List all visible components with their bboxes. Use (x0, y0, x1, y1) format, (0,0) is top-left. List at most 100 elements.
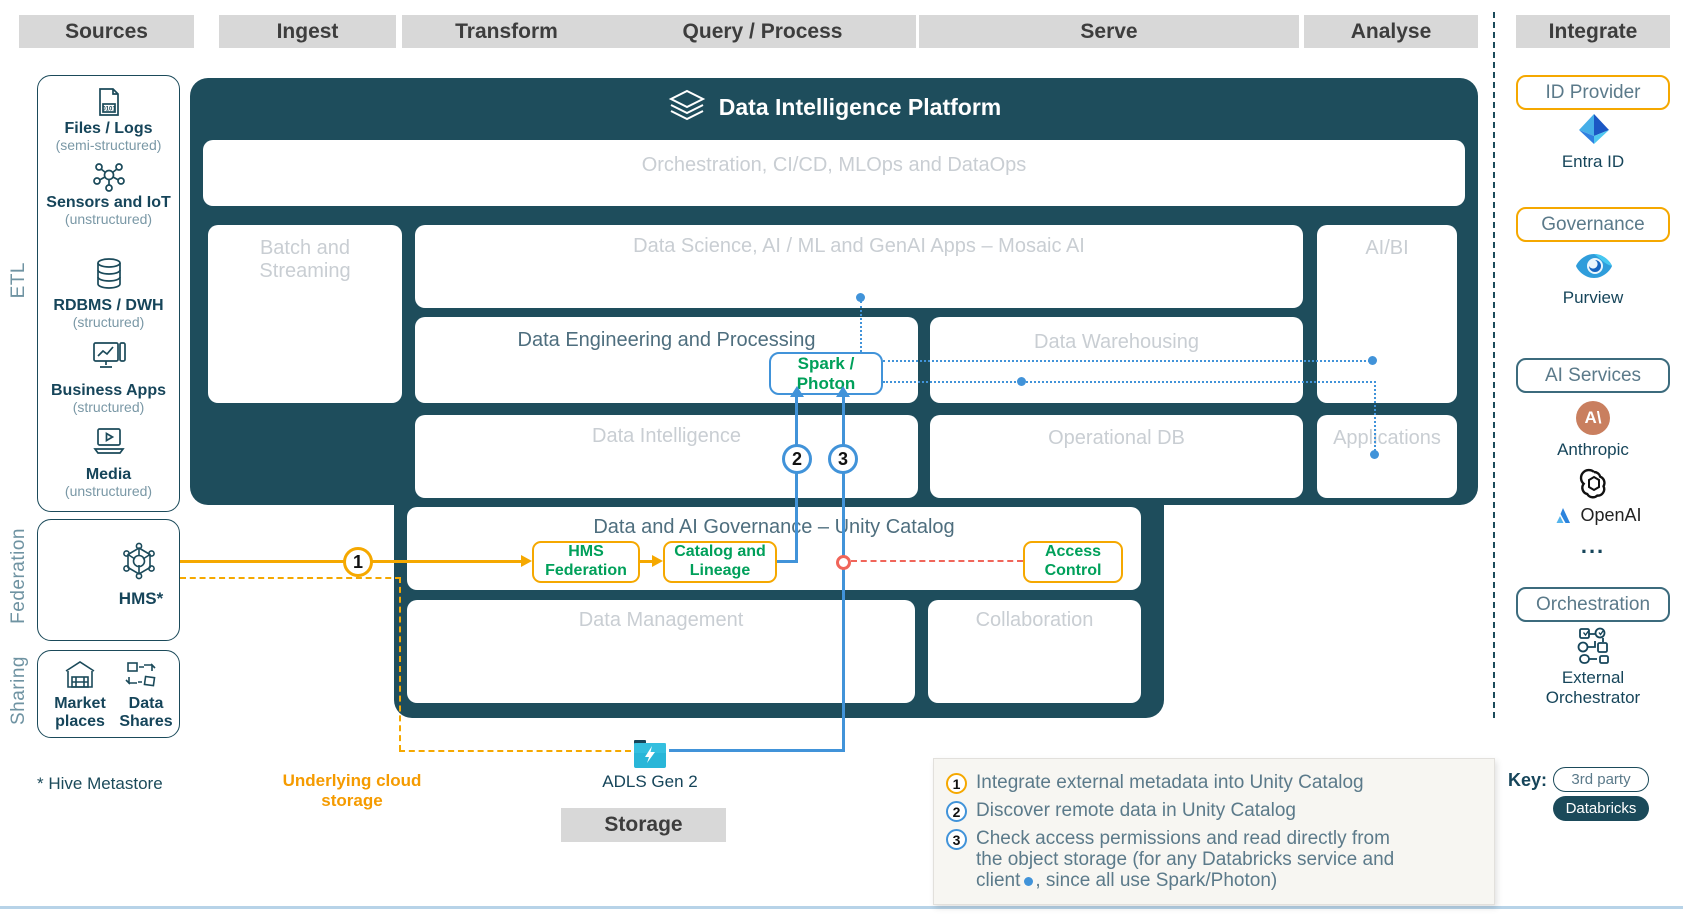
federation-box: HMS* (37, 519, 180, 641)
marketplace-icon (60, 657, 100, 693)
business-apps-icon (38, 339, 179, 375)
bottom-rule (0, 906, 1683, 909)
stage-pill-serve: Serve (919, 15, 1299, 48)
external-line1: External (1561, 668, 1625, 687)
stage-pill-sources: Sources (19, 15, 194, 48)
legend-box: 1 Integrate external metadata into Unity… (933, 758, 1495, 905)
applications-box: Applications (1317, 415, 1457, 498)
underlying-cloud-storage-label: Underlying cloud storage (282, 771, 422, 810)
stage-pill-integrate: Integrate (1516, 15, 1670, 48)
spark-photon-box: Spark / Photon (769, 352, 883, 395)
marketplaces-line2: places (55, 712, 105, 730)
hms-to-catalog-line (640, 560, 654, 563)
group-label-etl: ETL (8, 262, 29, 299)
access-control-line1: Access (1044, 543, 1102, 561)
adls-gen2-label: ADLS Gen 2 (602, 772, 698, 791)
legend-marker-2: 2 (946, 801, 967, 822)
group-label-federation: Federation (8, 528, 29, 624)
ai-services-box: AI Services (1516, 358, 1670, 393)
sensors-iot-icon (38, 157, 179, 193)
stage-pill-query: Query / Process (609, 15, 916, 48)
databricks-layers-icon (667, 88, 707, 126)
database-icon (38, 256, 179, 292)
key-label: Key: (1508, 770, 1548, 790)
catalog-line1: Catalog and (674, 543, 766, 561)
dotted-spark-right-lower (883, 381, 1376, 383)
marketplaces-label: Market places (48, 695, 112, 730)
data-shares-line1: Data (128, 695, 164, 712)
hms-to-catalog-arrowhead (652, 555, 663, 567)
marker-2: 2 (782, 444, 812, 474)
data-intelligence-box: Data Intelligence (415, 415, 918, 498)
openai-label: OpenAI (1580, 505, 1642, 525)
media-icon (38, 425, 179, 459)
dashed-storage-line-h1 (180, 577, 401, 579)
sources-etl-box: 0101 Files / Logs (semi-structured) Sens… (37, 75, 180, 512)
catalog-lineage-box: Catalog and Lineage (663, 541, 777, 583)
source-item-sub: (unstructured) (64, 483, 153, 499)
batch-streaming-box: Batch and Streaming (208, 225, 402, 403)
marketplaces-line1: Market (54, 695, 106, 712)
access-control-box: Access Control (1023, 541, 1123, 583)
key-databricks-pill: Databricks (1553, 796, 1649, 821)
legend-item-3-line2: the object storage (for any Databricks s… (976, 849, 1395, 870)
purview-icon (1574, 248, 1614, 284)
data-shares-label: Data Shares (114, 695, 178, 730)
platform-title: Data Intelligence Platform (718, 93, 1002, 120)
dashed-storage-line-v (399, 577, 401, 751)
orchestration-rail-box: Orchestration (1516, 587, 1670, 622)
files-logs-icon: 0101 (38, 85, 179, 119)
spark-line1: Spark / (797, 353, 855, 373)
dotted-endpoint-aibi (1368, 356, 1377, 365)
stage-pill-analyse: Analyse (1304, 15, 1478, 48)
entra-id-label: Entra ID (1561, 152, 1625, 171)
source-item-label: Media (85, 466, 132, 483)
azure-icon (1554, 506, 1574, 526)
sharing-box: Market places Data Shares (37, 650, 180, 738)
storage-pill: Storage (561, 808, 726, 842)
data-management-box: Data Management (407, 600, 915, 703)
integrate-separator (1493, 12, 1495, 718)
stage-pill-transform: Transform (402, 15, 611, 48)
azure-openai-row: OpenAI (1543, 505, 1653, 526)
data-shares-line2: Shares (119, 712, 173, 730)
external-orchestrator-label: External Orchestrator (1533, 668, 1653, 707)
legend-item-1: Integrate external metadata into Unity C… (976, 772, 1364, 793)
source-item-sub: (unstructured) (64, 211, 153, 227)
dotted-endpoint-applications (1370, 450, 1379, 459)
source-item-label: Files / Logs (64, 120, 153, 137)
entra-id-icon (1575, 110, 1613, 148)
source-item-label: RDBMS / DWH (53, 297, 164, 314)
svg-text:0101: 0101 (102, 107, 116, 113)
source-item-label: Sensors and IoT (46, 194, 171, 211)
operational-db-box: Operational DB (930, 415, 1303, 498)
blue-client-dot (1024, 877, 1034, 886)
connector-3-arrowhead (836, 386, 850, 397)
source-item-sub: (structured) (72, 314, 145, 330)
dotted-midpoint-warehousing (1017, 377, 1026, 386)
marker-3: 3 (828, 444, 858, 474)
ai-bi-box: AI/BI (1317, 225, 1457, 403)
dotted-spark-up-line (860, 301, 862, 352)
legend-item-3: Check access permissions and read direct… (976, 828, 1476, 891)
source-item-sub: (structured) (72, 399, 145, 415)
marker-1: 1 (343, 547, 373, 577)
collaboration-box: Collaboration (928, 600, 1141, 703)
access-control-line2: Control (1044, 562, 1102, 579)
catalog-line2: Lineage (689, 562, 751, 579)
hms-federation-line1: HMS (568, 543, 604, 561)
openai-icon (1577, 467, 1611, 501)
hive-metastore-footnote: * Hive Metastore (37, 774, 163, 793)
access-check-node (836, 555, 851, 570)
legend-marker-1: 1 (946, 773, 967, 794)
connector-3-line-v (841, 396, 845, 752)
legend-marker-3: 3 (946, 829, 967, 850)
more-services-ellipsis: ... (1580, 533, 1606, 558)
external-orchestrator-icon (1574, 625, 1614, 665)
batch-line1: Batch and (259, 237, 351, 259)
purview-label: Purview (1562, 288, 1624, 307)
legend-item-3-line3b: , since all use Spark/Photon) (1035, 870, 1278, 891)
dotted-applications-down (1374, 381, 1376, 451)
stage-pill-ingest: Ingest (219, 15, 396, 48)
